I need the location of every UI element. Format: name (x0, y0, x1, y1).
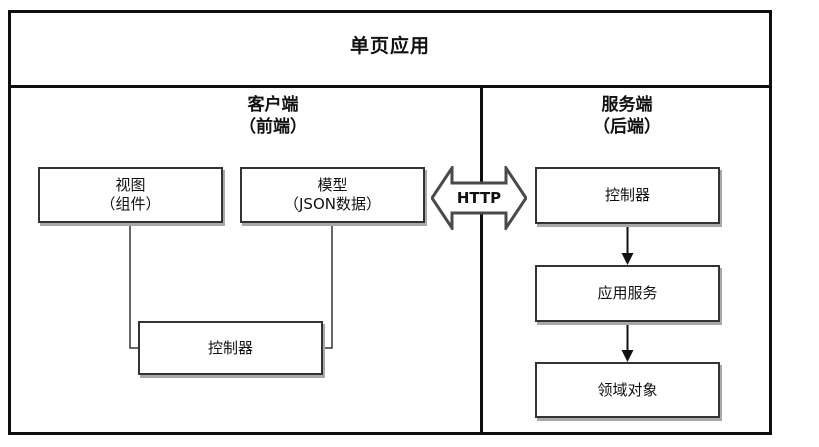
model-box: 模型 （JSON数据） (240, 167, 425, 223)
client-controller-label: 控制器 (207, 338, 253, 357)
http-label: HTTP (457, 189, 501, 207)
server-section-heading: 服务端 （后端） (527, 94, 727, 138)
app-service-box: 应用服务 (535, 265, 720, 322)
client-controller-box: 控制器 (138, 321, 323, 375)
header-divider-line (8, 85, 772, 88)
view-box: 视图 （组件） (38, 167, 223, 223)
app-service-label: 应用服务 (597, 284, 658, 302)
http-arrow-icon: HTTP (431, 166, 527, 230)
model-box-line1: 模型 (317, 176, 348, 194)
diagram-title: 单页应用 (349, 35, 430, 57)
server-controller-label: 控制器 (604, 186, 650, 204)
domain-object-label: 领域对象 (597, 380, 658, 399)
view-box-line1: 视图 (115, 176, 146, 194)
model-box-line2: （JSON数据） (284, 195, 381, 213)
view-box-line2: （组件） (100, 195, 161, 213)
server-heading-line1: 服务端 (601, 95, 653, 115)
server-controller-box: 控制器 (535, 167, 720, 224)
server-heading-line2: （后端） (593, 117, 661, 137)
client-heading-line2: （前端） (239, 117, 307, 137)
domain-object-box: 领域对象 (535, 362, 720, 418)
client-server-divider-line (480, 88, 483, 435)
http-arrow-shape (431, 166, 527, 230)
client-heading-line1: 客户端 (247, 95, 299, 115)
client-section-heading: 客户端 （前端） (173, 94, 373, 138)
